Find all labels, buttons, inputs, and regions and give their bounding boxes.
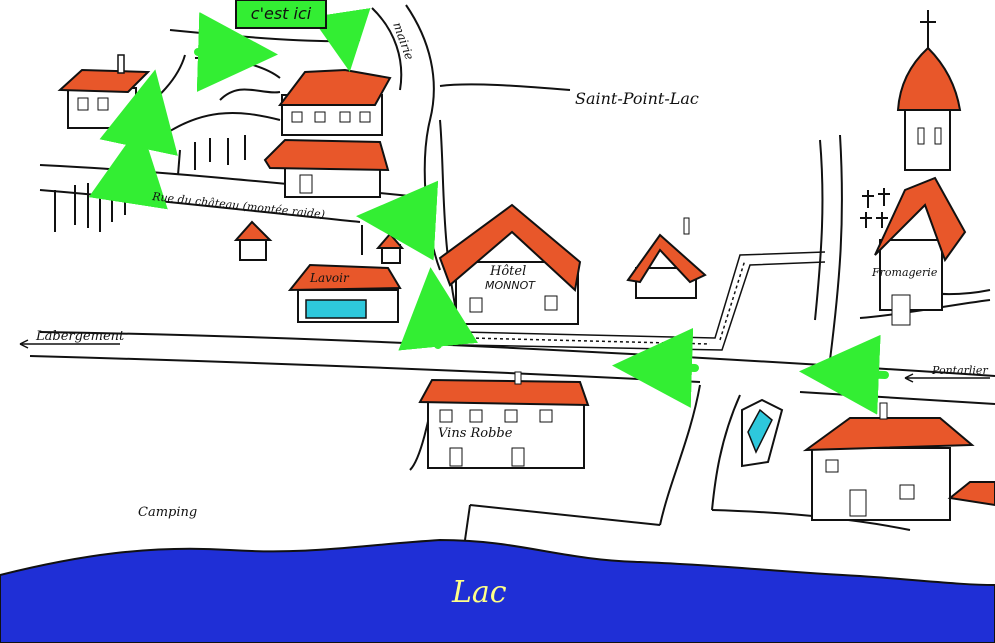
camping-label: Camping bbox=[138, 505, 197, 520]
village-label: Saint-Point-Lac bbox=[575, 89, 699, 108]
house-bottom-right bbox=[802, 402, 975, 521]
lavoir-basin bbox=[305, 299, 367, 319]
lake-label: Lac bbox=[451, 575, 507, 610]
labergement-label: Labergement bbox=[35, 329, 125, 344]
church bbox=[896, 10, 962, 171]
vins-robbe-label: Vins Robbe bbox=[438, 426, 513, 441]
fromagerie-label: Fromagerie bbox=[871, 266, 938, 279]
hotel-label-line1: Hôtel bbox=[489, 264, 526, 279]
callout-label: c'est ici bbox=[251, 4, 312, 23]
lavoir-building bbox=[287, 263, 402, 323]
chalet bbox=[626, 217, 707, 299]
vins-robbe-building bbox=[418, 371, 590, 469]
swimming-pool bbox=[741, 398, 784, 468]
hut-right bbox=[375, 232, 405, 264]
fromagerie-building bbox=[874, 176, 967, 326]
castle-street-south bbox=[39, 189, 361, 223]
house-top-left bbox=[57, 54, 151, 129]
target-building bbox=[277, 68, 392, 136]
building-below-target bbox=[263, 138, 390, 198]
house-edge-right bbox=[947, 481, 995, 507]
route-arrows bbox=[88, 12, 889, 415]
hut-left bbox=[233, 220, 273, 261]
lavoir-label: Lavoir bbox=[309, 271, 350, 285]
hotel-label-line2: MONNOT bbox=[485, 279, 536, 292]
main-road-north-edge bbox=[39, 331, 995, 377]
lake bbox=[0, 538, 995, 643]
pontarlier-label: Pontarlier bbox=[931, 364, 988, 377]
cemetery-crosses bbox=[860, 188, 890, 228]
main-road-south-edge bbox=[29, 355, 701, 383]
callout-box bbox=[235, 0, 327, 29]
